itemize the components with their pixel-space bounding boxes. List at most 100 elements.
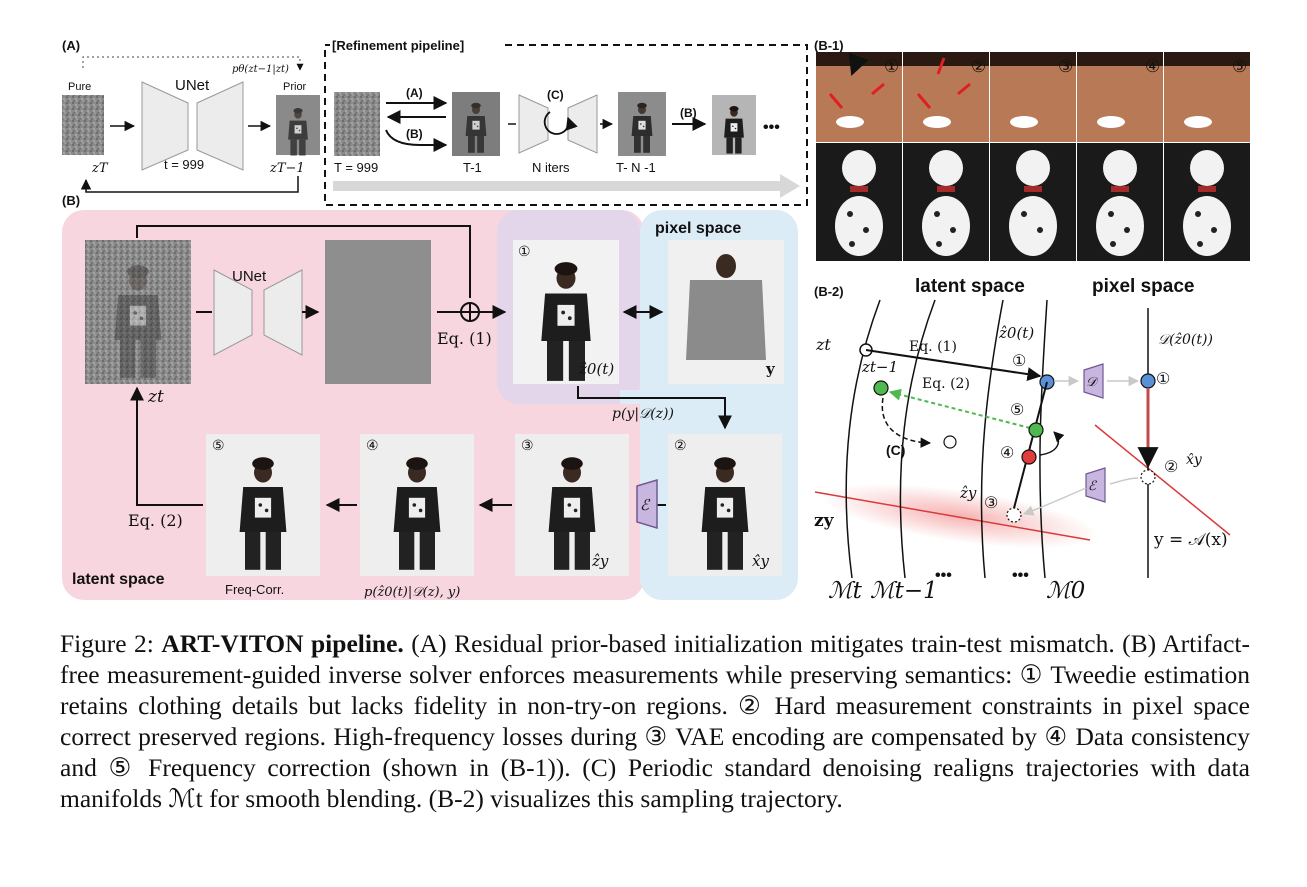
refine-dots: •••: [763, 119, 780, 136]
pixel-measurement-line: [1094, 424, 1231, 536]
freq-corr-label: Freq-Corr.: [225, 582, 284, 597]
badge-3-b: ③: [521, 437, 534, 453]
encoder-label-b: ℰ: [640, 496, 651, 514]
unet-label-a: UNet: [175, 77, 210, 94]
y-equals-ax-label: y = 𝒜(x): [1153, 530, 1228, 550]
unet-label-b: UNet: [232, 268, 267, 285]
zyhat-label-b: ẑy: [591, 552, 609, 570]
zt-label-b: zt: [147, 387, 164, 407]
caption-body: (A) Residual prior-based initialization …: [60, 629, 1250, 813]
likelihood-label: p(y|𝒟(z)): [612, 406, 674, 422]
timestep-label-a: t = 999: [164, 157, 204, 172]
t-minus-1-label: T-1: [463, 160, 482, 175]
b2-badge-1: ①: [1012, 353, 1026, 370]
prior-formula: pθ(zt−1|zt): [232, 64, 289, 75]
decoder-label-b2: 𝒟: [1086, 375, 1099, 390]
figure-2-diagram: (A) pθ(zt−1|zt) Pure zT UNet t = 999 Pri…: [62, 36, 1250, 604]
b1-badge-5: ⑤: [1232, 57, 1247, 76]
xyhat-label-b2: x̂y: [1186, 452, 1203, 468]
eq1-label-b2: Eq. (1): [909, 339, 957, 355]
b1-badge-2: ②: [971, 57, 986, 76]
loop-icon: [543, 111, 578, 135]
refinement-dashed-box: [324, 44, 808, 206]
zT-label: zT: [91, 161, 109, 176]
node-encoded: [1006, 507, 1022, 523]
measurement-manifold-line: [814, 491, 1091, 541]
latent-space-label-b: latent space: [72, 571, 165, 588]
masked-region: [686, 280, 766, 360]
node-freq-corr: [1028, 422, 1044, 438]
panel-b2-label: (B-2): [814, 284, 844, 299]
b2-badge-3: ③: [984, 495, 998, 512]
badge-1-b: ①: [518, 243, 531, 259]
panel-a: (A) pθ(zt−1|zt) Pure zT UNet t = 999 Pri…: [62, 38, 320, 193]
t-minus-n-label: T- N -1: [616, 160, 656, 175]
y-label-b: y: [765, 360, 776, 378]
pure-label: Pure: [68, 81, 91, 93]
unet-encoder-shape: [141, 81, 189, 171]
arrow-c-label: (C): [547, 88, 564, 102]
dz0hat-label-b2: 𝒟(ẑ0(t)): [1158, 331, 1213, 348]
shirt-print-strip: [816, 143, 1250, 261]
n-iters-label: N iters: [532, 160, 570, 175]
panel-a-label: (A): [62, 38, 80, 53]
t999-label: T = 999: [334, 160, 378, 175]
b1-badge-4: ④: [1145, 57, 1160, 76]
xyhat-label-b: x̂y: [752, 552, 769, 570]
panel-b: (B) pixel space latent space zt UNet Eq.…: [62, 193, 798, 600]
node-data-consistency: [1021, 449, 1037, 465]
decoder-icon: [1083, 363, 1104, 399]
b1-badge-1: ①: [884, 57, 899, 76]
encoder-label-b2: ℰ: [1088, 479, 1097, 494]
zT1-label: zT−1: [269, 161, 305, 176]
eq2-label-b2: Eq. (2): [922, 376, 970, 392]
figure-caption: Figure 2: ART-VITON pipeline. (A) Residu…: [60, 628, 1250, 814]
manifold-mt-label: ℳt: [828, 578, 863, 604]
arrow-a-label: (A): [406, 86, 423, 100]
arrow-b-label: (B): [406, 127, 423, 141]
z0hat-label-b2: ẑ0(t): [998, 324, 1034, 342]
face-strip: ① ② ③ ④ ⑤: [816, 52, 1250, 142]
b2-dots-2: •••: [1012, 567, 1029, 584]
latent-space-label-b2: latent space: [915, 276, 1025, 297]
zt1-label-b2: zt−1: [861, 358, 898, 376]
panel-b1: (B-1) ① ② ③: [814, 38, 1250, 261]
encoder-icon: [636, 478, 658, 530]
time-progress-arrow: [333, 174, 800, 198]
b1-badge-3: ③: [1058, 57, 1073, 76]
zy-label-b2: zy: [814, 511, 835, 531]
zyhat-label-b2: ẑy: [959, 484, 977, 502]
posterior-label: p(ẑ0(t)|𝒟(z), y): [364, 585, 460, 600]
b2-badge-5: ⑤: [1010, 402, 1024, 419]
pure-noise-image: [62, 95, 104, 155]
b2-dots-1: •••: [935, 567, 952, 584]
node-hard-constraint: [1140, 469, 1156, 485]
panel-b2: (B-2) latent space pixel space zt Eq. (1…: [814, 276, 1231, 604]
pixel-space-label-b: pixel space: [655, 220, 741, 237]
caption-title: ART-VITON pipeline.: [161, 629, 404, 658]
arrow-b2-label: (B): [680, 106, 697, 120]
b2-badge-1-pixel: ①: [1156, 371, 1170, 388]
badge-4-b: ④: [366, 437, 379, 453]
manifold-mt1-label: ℳt−1: [870, 578, 938, 604]
node-next-latent: [873, 380, 889, 396]
eq2-label-b: Eq. (2): [128, 511, 183, 530]
c-label-b2: (C): [886, 442, 905, 458]
b2-badge-2: ②: [1164, 459, 1178, 476]
refine-noise-image: [334, 92, 380, 156]
unet-decoder-shape: [196, 81, 244, 171]
zt-label-b2: zt: [815, 335, 831, 354]
b2-badge-4: ④: [1000, 445, 1014, 462]
manifold-m0-label: ℳ0: [1046, 578, 1085, 604]
eq1-label-b: Eq. (1): [437, 329, 492, 348]
z0hat-label-b: ẑ0(t): [578, 360, 614, 378]
unet-output-image: [325, 240, 431, 384]
prior-label: Prior: [283, 81, 307, 93]
caption-prefix: Figure 2:: [60, 629, 162, 658]
badge-5-b: ⑤: [212, 437, 225, 453]
refinement-title: [Refinement pipeline]: [332, 38, 464, 53]
node-decoded: [1140, 373, 1156, 389]
panel-b-label: (B): [62, 193, 80, 208]
pixel-space-label-b2: pixel space: [1092, 276, 1194, 297]
refinement-pipeline: [Refinement pipeline] T = 999 (A) (B) T-…: [324, 36, 808, 206]
